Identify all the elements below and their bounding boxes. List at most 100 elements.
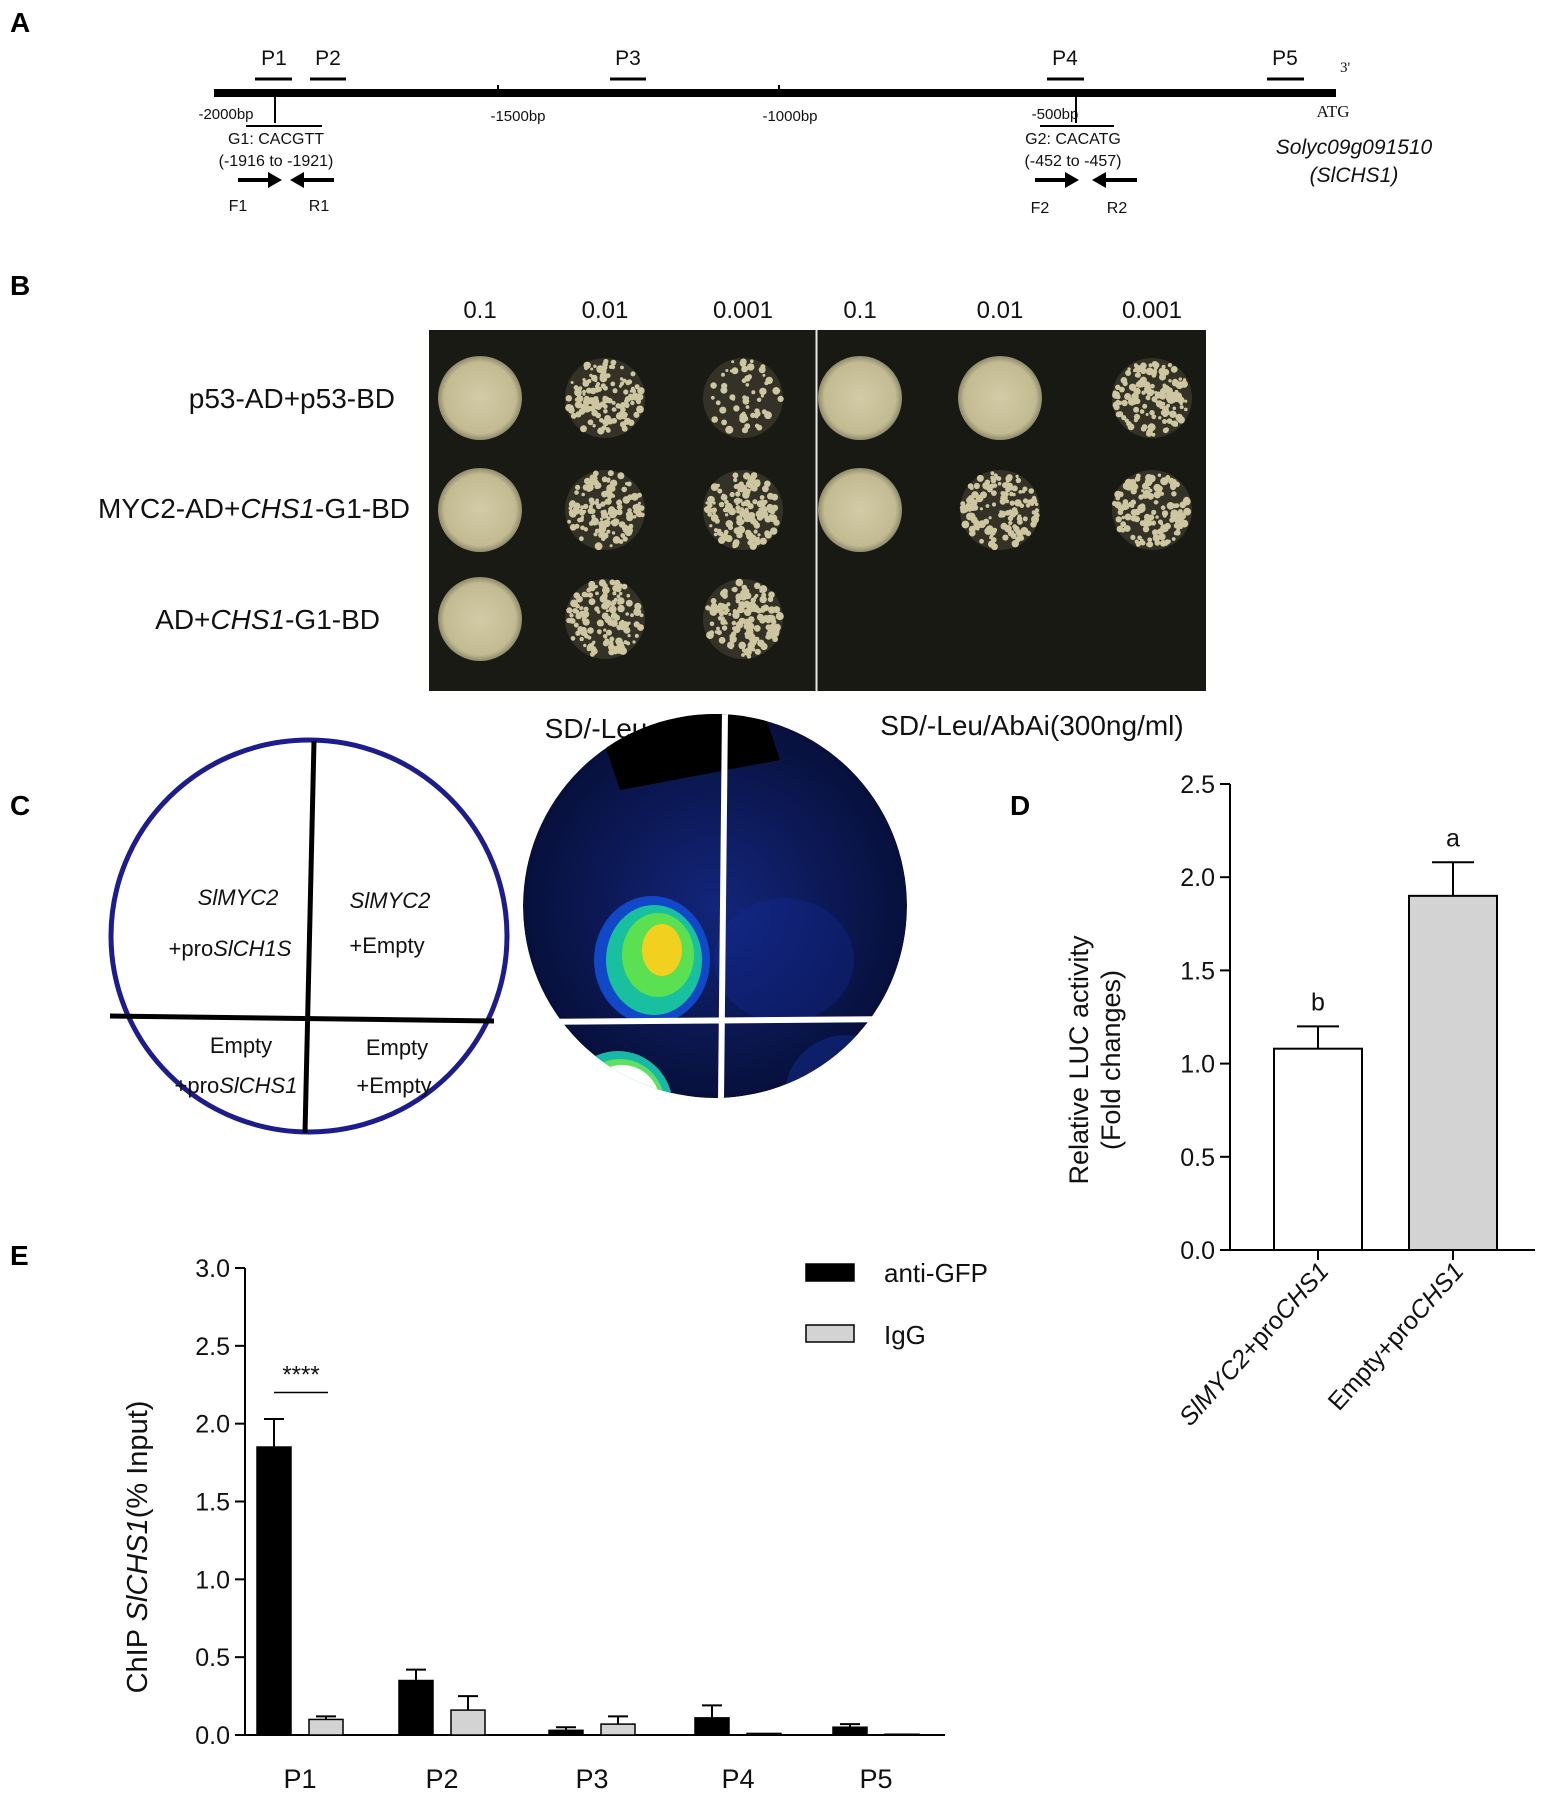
yeast-microcolony	[633, 608, 642, 616]
yeast-microcolony	[745, 529, 752, 536]
yeast-microcolony	[594, 528, 600, 534]
x-tick-label-part: Empty+pro	[1323, 1307, 1425, 1416]
yeast-microcolony	[988, 516, 992, 520]
yeast-microcolony	[710, 382, 717, 389]
yeast-microcolony	[590, 367, 594, 371]
yeast-microcolony	[1018, 535, 1025, 541]
yeast-microcolony	[744, 423, 751, 430]
plate-schematic	[108, 737, 510, 1135]
yeast-microcolony	[1161, 401, 1166, 406]
yeast-microcolony	[601, 592, 608, 599]
yeast-microcolony	[1162, 368, 1170, 376]
yeast-microcolony	[731, 360, 735, 364]
yeast-microcolony	[734, 497, 742, 504]
yeast-microcolony	[623, 389, 629, 395]
yeast-colony	[438, 468, 522, 552]
yeast-microcolony	[732, 609, 738, 614]
construct-label: MYC2-AD+CHS1-G1-BD	[98, 493, 410, 524]
gene-name: (SlCHS1)	[1310, 164, 1399, 187]
yeast-microcolony	[763, 499, 768, 504]
yeast-microcolony	[1154, 539, 1161, 546]
yeast-microcolony	[1133, 406, 1140, 413]
dilution-label: 0.1	[463, 297, 496, 324]
yeast-microcolony	[732, 472, 739, 479]
yeast-microcolony	[1141, 390, 1146, 395]
yeast-microcolony	[619, 591, 623, 596]
medium-label-right: SD/-Leu/AbAi(300ng/ml)	[880, 710, 1183, 741]
yeast-microcolony	[1171, 491, 1177, 497]
yeast-microcolony	[1004, 510, 1011, 516]
yeast-microcolony	[735, 502, 739, 506]
yeast-microcolony	[1162, 427, 1169, 434]
yeast-microcolony	[718, 536, 726, 544]
yeast-microcolony	[606, 629, 612, 636]
yeast-microcolony	[1022, 516, 1028, 522]
promoter-map: P1 P2 P3 P4 P5 3' -2000bp -1500bp -1000b…	[198, 47, 1432, 217]
yeast-microcolony	[989, 483, 995, 489]
yeast-microcolony	[1158, 533, 1166, 541]
panel-letter-b: B	[10, 270, 30, 301]
bar	[746, 1732, 782, 1736]
yeast-microcolony	[983, 518, 990, 525]
yeast-microcolony	[604, 499, 609, 505]
end-label: 3'	[1340, 60, 1351, 76]
yeast-microcolony	[991, 502, 997, 507]
yeast-microcolony	[1009, 500, 1015, 506]
yeast-microcolony	[1171, 379, 1179, 387]
yeast-microcolony	[1138, 508, 1143, 514]
yeast-microcolony	[1159, 522, 1164, 526]
yeast-microcolony	[1140, 367, 1147, 375]
yeast-microcolony	[620, 533, 626, 538]
yeast-microcolony	[754, 479, 761, 485]
bar	[694, 1717, 730, 1736]
y-tick-label: 0.0	[1180, 1237, 1215, 1265]
yeast-microcolony	[721, 625, 728, 631]
yeast-microcolony	[595, 412, 601, 419]
yeast-microcolony	[746, 654, 752, 659]
yeast-microcolony	[626, 593, 631, 598]
yeast-microcolony	[582, 610, 590, 618]
yeast-microcolony	[568, 501, 576, 508]
yeast-microcolony	[727, 524, 734, 531]
yeast-microcolony	[598, 532, 604, 538]
legend-label: IgG	[884, 1320, 926, 1350]
yeast-microcolony	[1184, 399, 1188, 403]
yeast-microcolony	[574, 388, 582, 397]
yeast-microcolony	[768, 591, 775, 598]
yeast-microcolony	[1146, 389, 1154, 397]
yeast-microcolony	[1133, 418, 1138, 423]
yeast-microcolony	[736, 509, 741, 514]
yeast-microcolony	[639, 613, 644, 618]
yeast-microcolony	[628, 523, 634, 529]
yeast-microcolony	[619, 410, 624, 415]
yeast-microcolony	[633, 621, 640, 628]
yeast-microcolony	[706, 631, 714, 639]
yeast-microcolony	[1015, 474, 1019, 478]
yeast-microcolony	[716, 629, 722, 636]
yeast-microcolony	[765, 633, 772, 640]
yeast-microcolony	[582, 378, 586, 382]
yeast-microcolony	[1150, 520, 1157, 526]
yeast-microcolony	[569, 511, 574, 517]
yeast-microcolony	[1146, 542, 1151, 547]
yeast-microcolony	[1179, 501, 1187, 509]
yeast-microcolony	[1019, 503, 1025, 509]
yeast-microcolony	[594, 542, 603, 551]
yeast-microcolony	[582, 392, 586, 396]
yeast-microcolony	[735, 593, 743, 601]
yeast-microcolony	[1147, 486, 1151, 490]
luc-divider-vertical	[718, 714, 728, 1098]
yeast-microcolony	[1000, 494, 1008, 502]
yeast-microcolony	[606, 484, 614, 493]
yeast-microcolony	[1015, 501, 1020, 506]
yeast-microcolony	[634, 602, 642, 611]
yeast-microcolony	[570, 381, 574, 384]
y-tick-label: 1.5	[1180, 957, 1215, 985]
yeast-microcolony	[1011, 540, 1019, 548]
schematic-divider-vertical	[302, 740, 317, 1134]
bar	[1408, 894, 1498, 1252]
yeast-microcolony	[583, 361, 591, 369]
yeast-microcolony	[743, 608, 752, 617]
y-tick-label: 1.5	[195, 1489, 230, 1517]
yeast-microcolony	[718, 501, 725, 508]
